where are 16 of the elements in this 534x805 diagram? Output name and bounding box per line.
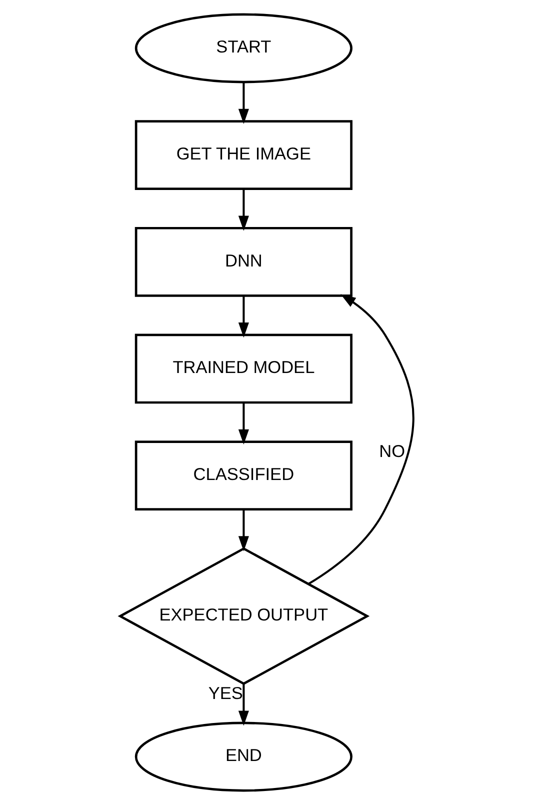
edge-label: NO [379, 441, 406, 462]
edge-label: YES [208, 682, 243, 703]
arrow [238, 82, 249, 124]
node-diamond: EXPECTED OUTPUT [118, 547, 370, 686]
node-ellipse: START [134, 13, 352, 84]
arrow [238, 402, 249, 444]
node-box: CLASSIFIED [134, 440, 352, 510]
node-box: TRAINED MODEL [134, 334, 352, 404]
arrow [238, 296, 249, 338]
node-box: GET THE IMAGE [134, 120, 352, 190]
arrow [238, 684, 249, 726]
arrow [238, 510, 249, 552]
arrow [238, 188, 249, 231]
arrow [308, 294, 414, 585]
node-box: DNN [134, 226, 352, 297]
node-ellipse: END [134, 722, 352, 792]
